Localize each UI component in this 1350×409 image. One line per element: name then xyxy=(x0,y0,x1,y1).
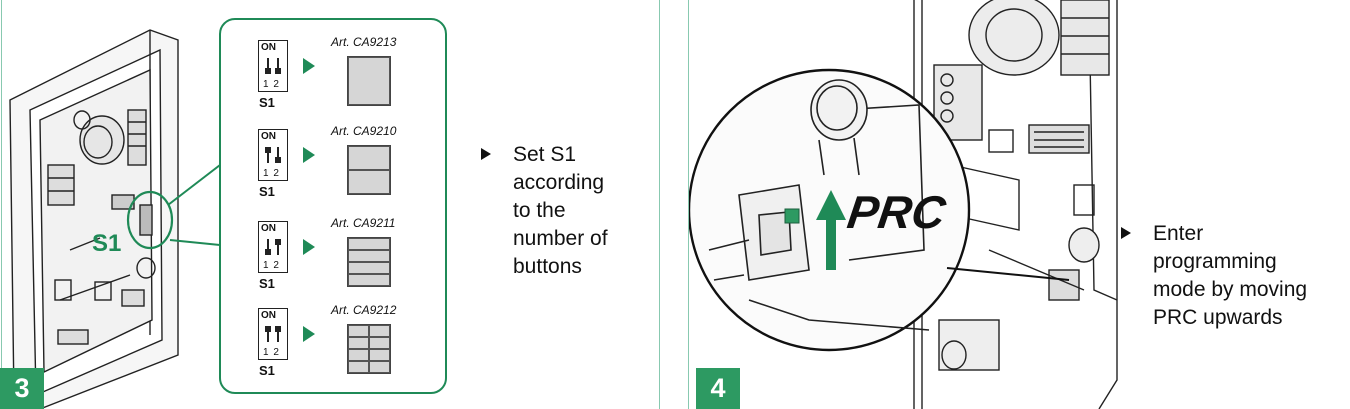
button-module xyxy=(348,361,369,373)
green-arrow-right-icon xyxy=(303,326,315,342)
green-arrow-right-icon xyxy=(303,239,315,255)
device-illustration-step3 xyxy=(9,29,220,409)
instruction-line: to the xyxy=(513,199,566,222)
instruction-line: PRC upwards xyxy=(1153,306,1283,329)
switch-label: S1 xyxy=(259,184,275,199)
green-arrow-right-icon xyxy=(303,147,315,163)
button-module xyxy=(369,337,390,349)
instruction-line: buttons xyxy=(513,255,582,278)
dip-switch-knob xyxy=(275,157,281,163)
article-code: Art. CA9213 xyxy=(331,35,397,49)
button-module xyxy=(369,325,390,337)
dip-switch-lever xyxy=(275,147,281,163)
dip-switch-knob xyxy=(265,326,271,332)
switch-config-row: ON 1 2 S1 Art. CA9212 xyxy=(221,303,449,394)
button-module xyxy=(348,325,369,337)
button-panel xyxy=(347,324,391,374)
dip-switch-lever xyxy=(265,58,271,74)
button-module xyxy=(348,274,390,286)
dip-switch-lever xyxy=(275,58,281,74)
switch-config-row: ON 1 2 S1 Art. CA9211 xyxy=(221,216,449,307)
device-illustration-step4 xyxy=(689,0,1118,409)
dip-on-label: ON xyxy=(261,42,276,53)
dip-on-label: ON xyxy=(261,223,276,234)
triangle-right-icon xyxy=(1121,227,1131,239)
button-module xyxy=(348,262,390,274)
step-number-badge: 4 xyxy=(696,368,740,409)
left-divider xyxy=(1,0,2,409)
dip-switch: ON 1 2 xyxy=(258,129,288,181)
dip-switch: ON 1 2 xyxy=(258,221,288,273)
article-code: Art. CA9210 xyxy=(331,124,397,138)
button-panel xyxy=(347,56,391,106)
button-module xyxy=(348,337,369,349)
button-panel xyxy=(347,237,391,287)
dip-switch-knob xyxy=(275,326,281,332)
dip-switch-lever xyxy=(265,147,271,163)
dip-switch-lever xyxy=(265,326,271,342)
green-arrow-right-icon xyxy=(303,58,315,74)
switch-label: S1 xyxy=(259,95,275,110)
button-module xyxy=(348,250,390,262)
button-module xyxy=(369,361,390,373)
dip-switch-knob xyxy=(275,68,281,74)
instruction-line: number of xyxy=(513,227,608,250)
instruction-line: according xyxy=(513,171,605,194)
button-module xyxy=(348,146,390,170)
dip-position-numbers: 1 2 xyxy=(263,79,280,90)
dip-switch-lever xyxy=(275,239,281,255)
dip-position-numbers: 1 2 xyxy=(263,347,280,358)
button-module xyxy=(369,349,390,361)
green-arrow-up-icon xyxy=(816,190,846,270)
dip-switch-lever xyxy=(265,239,271,255)
dip-position-numbers: 1 2 xyxy=(263,260,280,271)
dip-switch-lever xyxy=(275,326,281,342)
button-module xyxy=(348,57,390,105)
switch-label: S1 xyxy=(259,276,275,291)
dip-switch-knob xyxy=(265,249,271,255)
switch-config-row: ON 1 2 S1 Art. CA9213 xyxy=(221,35,449,126)
dip-switch-knob xyxy=(275,239,281,245)
dip-switch: ON 1 2 xyxy=(258,40,288,92)
dip-switch: ON 1 2 xyxy=(258,308,288,360)
instruction-line: Enter xyxy=(1153,222,1204,245)
step-number-badge: 3 xyxy=(0,368,44,409)
switch-label: S1 xyxy=(259,363,275,378)
dip-on-label: ON xyxy=(261,131,276,142)
s1-callout-label: S1 xyxy=(92,230,122,257)
dip-on-label: ON xyxy=(261,310,276,321)
step-divider xyxy=(659,0,660,409)
switch-config-row: ON 1 2 S1 Art. CA9210 xyxy=(221,124,449,215)
step3-instruction: Set S1 according to the number of button… xyxy=(513,141,608,281)
instruction-line: mode by moving xyxy=(1153,278,1308,301)
button-panel xyxy=(347,145,391,195)
article-code: Art. CA9212 xyxy=(331,303,397,317)
instruction-line: Set S1 xyxy=(513,143,577,166)
button-module xyxy=(348,170,390,194)
step4-instruction: Enter programming mode by moving PRC upw… xyxy=(1153,220,1307,332)
button-module xyxy=(348,349,369,361)
article-code: Art. CA9211 xyxy=(331,216,396,230)
dip-switch-knob xyxy=(265,147,271,153)
prc-callout-label: PRC xyxy=(844,186,949,238)
instruction-line: programming xyxy=(1153,250,1277,273)
dip-position-numbers: 1 2 xyxy=(263,168,280,179)
triangle-right-icon xyxy=(481,148,491,160)
dip-switch-knob xyxy=(265,68,271,74)
button-module xyxy=(348,238,390,250)
